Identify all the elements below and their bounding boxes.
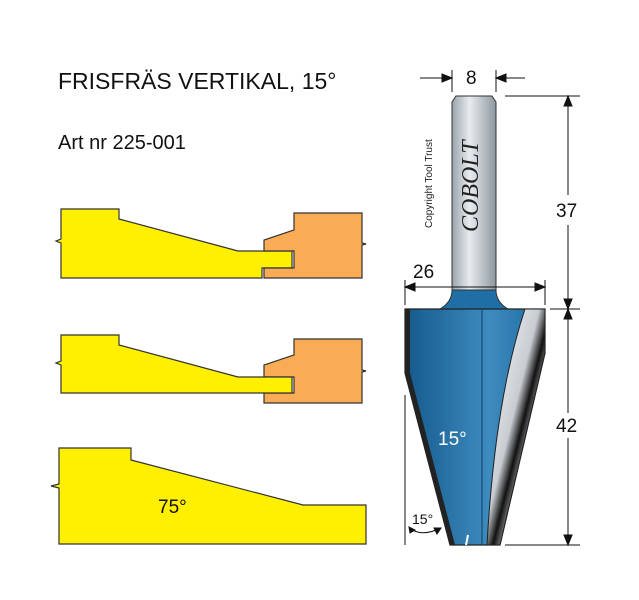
stile-profile	[263, 338, 367, 404]
router-bit: COBOLT Copyright Tool Trust 15°	[404, 95, 546, 546]
title: FRISFRÄS VERTIKAL, 15°	[58, 68, 337, 94]
left-edge	[405, 309, 455, 545]
rail-profile	[50, 447, 367, 545]
profile-joint-1	[54, 208, 367, 279]
profile-angle-label: 75°	[158, 497, 187, 518]
tip-angle-label: 15°	[412, 511, 433, 527]
copyright-text: Copyright Tool Trust	[424, 139, 435, 228]
brand-logo: COBOLT	[458, 139, 484, 232]
stile-profile	[263, 212, 367, 279]
neck	[438, 289, 510, 310]
carbide-edge	[486, 308, 546, 546]
cutting-height-dim: 42	[556, 416, 577, 437]
shank-length-dim: 37	[556, 201, 577, 222]
dimensions: 8 37 42 26 15°	[403, 68, 580, 547]
shank-diameter-dim: 8	[466, 68, 477, 89]
profile-single: 75°	[50, 447, 367, 545]
rail-profile	[54, 334, 293, 394]
article-number: Art nr 225-001	[58, 132, 186, 154]
body-angle-label: 15°	[438, 429, 467, 450]
profile-joint-2	[54, 334, 367, 404]
cutting-diameter-dim: 26	[413, 262, 434, 283]
rail-profile	[54, 208, 293, 279]
